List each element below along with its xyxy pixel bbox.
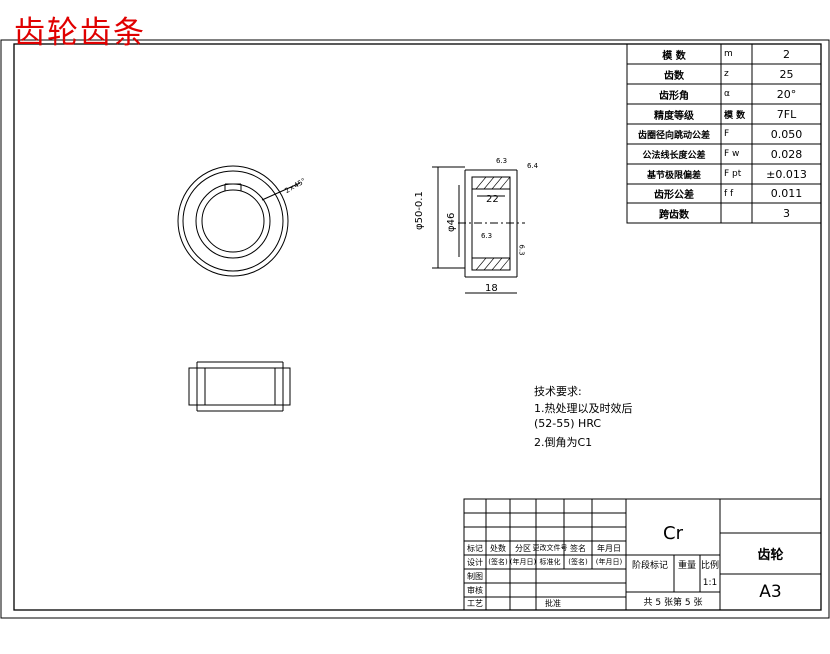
roughness-label: 6.4	[527, 162, 539, 170]
part-name: 齿轮	[757, 548, 784, 563]
tech-note-line: (52-55) HRC	[534, 417, 602, 430]
param-symbol: z	[724, 69, 729, 79]
header-label: 标记	[467, 543, 483, 553]
param-name: 精度等级	[654, 110, 694, 122]
param-symbol: α	[724, 89, 730, 99]
gear-front-view	[177, 165, 301, 277]
param-value: 0.028	[770, 147, 803, 161]
material-label: Cr	[663, 522, 683, 544]
param-value: 25	[779, 67, 794, 81]
outer-dia-label: φ50-0.1	[414, 191, 425, 230]
param-value: 7FL	[776, 107, 797, 121]
stage-mark: 阶段标记	[631, 560, 668, 571]
title-block-grid	[463, 498, 822, 611]
param-value: 20°	[776, 87, 797, 101]
param-name: 齿形角	[659, 90, 689, 102]
param-symbol: F	[724, 129, 730, 139]
check-label: 审核	[467, 585, 483, 595]
sheet-count: 共 5 张第 5 张	[643, 597, 703, 608]
process-label: 工艺	[467, 599, 483, 608]
design-label: (签名)	[568, 558, 588, 566]
design-label: (年月日)	[509, 558, 537, 566]
inner-dia-label: φ46	[446, 212, 457, 232]
section-hatching	[475, 176, 511, 271]
param-name: 齿形公差	[654, 190, 694, 201]
param-symbol: F w	[724, 149, 740, 159]
design-label: (年月日)	[595, 558, 623, 566]
param-name: 公法线长度公差	[642, 150, 706, 161]
weight-label: 重量	[677, 560, 696, 571]
roughness-label: 6.3	[496, 157, 508, 165]
param-name: 跨齿数	[659, 209, 689, 221]
header-label: 年月日	[597, 543, 621, 553]
design-label: 设计	[467, 557, 483, 567]
ratio-label: 比例	[700, 560, 719, 571]
header-label: 签名	[570, 543, 586, 553]
param-value: 0.011	[770, 187, 803, 200]
param-symbol: m	[724, 49, 733, 59]
gear-section-view	[432, 166, 525, 294]
header-label: 更改文件号	[532, 544, 568, 552]
param-symbol: f f	[724, 188, 734, 199]
param-name: 基节极限偏差	[646, 170, 701, 181]
rack-side-view	[188, 361, 291, 412]
design-label: 标准化	[539, 558, 561, 566]
approve-label: 批准	[545, 599, 561, 608]
header-label: 处数	[490, 543, 506, 553]
sheet-size: A3	[759, 582, 782, 602]
param-name: 齿圈径向跳动公差	[637, 130, 710, 141]
param-symbol: 模 数	[724, 110, 746, 121]
param-name: 齿数	[664, 70, 684, 82]
tech-note-line: 2.倒角为C1	[534, 436, 593, 449]
param-table-grid	[626, 43, 822, 224]
design-label: (签名)	[488, 558, 508, 566]
page-title: 齿轮齿条	[14, 15, 146, 51]
width-label: 18	[485, 283, 498, 294]
param-symbol	[721, 203, 752, 223]
param-name: 模 数	[662, 50, 686, 62]
roughness-label: 6.3	[481, 232, 493, 240]
roughness-label: 6.3	[517, 244, 526, 256]
param-value: 0.050	[770, 127, 803, 141]
bore-label: 22	[486, 194, 499, 205]
header-label: 分区	[515, 543, 531, 553]
param-value: 2	[783, 47, 790, 61]
param-value: 3	[783, 206, 790, 220]
param-value: ±0.013	[766, 167, 807, 181]
param-symbol: F pt	[724, 169, 742, 179]
outer-frame	[0, 39, 830, 619]
inner-frame	[13, 43, 822, 611]
tech-notes-heading: 技术要求:	[534, 385, 582, 398]
scale-value: 1:1	[702, 578, 718, 588]
tech-note-line: 1.热处理以及时效后	[534, 402, 633, 415]
drawing-label: 制图	[467, 571, 483, 581]
